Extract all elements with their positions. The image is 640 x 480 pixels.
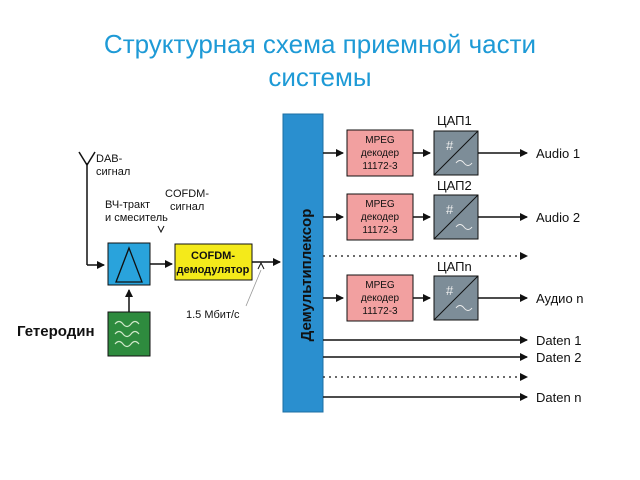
heterodyne-block [107, 311, 151, 357]
audio-n-label: Аудио n [536, 291, 584, 306]
rf-mixer-block [107, 242, 151, 286]
data-n-label: Daten n [536, 390, 582, 405]
cofdm-signal-label-1: COFDM- [165, 188, 209, 200]
svg-text:#: # [446, 283, 454, 298]
demod-label-2: демодулятор [177, 264, 250, 276]
dac-n-label: ЦАПn [437, 259, 472, 274]
decoder-n-line-2: декодер [361, 293, 400, 304]
antenna-label-2: сигнал [96, 166, 130, 178]
decoder-2-line-2: декодер [361, 212, 400, 223]
cofdm-demodulator-block: COFDM- демодулятор [174, 243, 253, 281]
mpeg-decoder-n [346, 274, 414, 322]
mpeg-decoder-2 [346, 193, 414, 241]
decoder-n-line-1: MPEG [365, 280, 395, 291]
demux-label: Демультиплексор [298, 209, 315, 342]
heterodyne-label: Гетеродин [17, 323, 95, 340]
test-point-2-icon [257, 261, 265, 270]
svg-text:#: # [446, 202, 454, 217]
cofdm-signal-label-2: сигнал [170, 201, 204, 213]
decoder-1-line-1: MPEG [365, 135, 395, 146]
dac-1-label: ЦАП1 [437, 113, 472, 128]
demultiplexer-block: Демультиплексор [282, 113, 324, 413]
decoder-n-line-3: 11172-3 [362, 306, 398, 317]
svg-text:#: # [446, 138, 454, 153]
data-1-label: Daten 1 [536, 333, 582, 348]
decoder-2-line-1: MPEG [365, 199, 395, 210]
rf-label-2: и смеситель [105, 212, 168, 224]
title-line-1: Структурная схема приемной части [103, 29, 537, 59]
audio-channel-1: MPEG декодер 11172-3 # ЦАП1 Audio 1 [323, 113, 580, 177]
decoder-1-line-2: декодер [361, 148, 400, 159]
audio-2-label: Audio 2 [536, 210, 580, 225]
audio-channel-n: MPEG декодер 11172-3 # ЦАПn Аудио n [323, 259, 584, 322]
dac-2-label: ЦАП2 [437, 178, 472, 193]
antenna-icon [78, 151, 96, 265]
bitrate-leader-line [245, 269, 262, 307]
audio-1-label: Audio 1 [536, 146, 580, 161]
rf-label-1: ВЧ-тракт [105, 199, 150, 211]
decoder-2-line-3: 11172-3 [362, 225, 398, 236]
bitrate-label: 1.5 Мбит/с [186, 309, 240, 321]
test-point-icon [157, 225, 165, 234]
dac-2-icon: # [433, 194, 479, 240]
data-2-label: Daten 2 [536, 350, 582, 365]
demod-label-1: COFDM- [191, 250, 235, 262]
audio-channel-2: MPEG декодер 11172-3 # ЦАП2 Audio 2 [323, 178, 580, 241]
dac-1-icon: # [433, 130, 479, 176]
title-line-2: системы [268, 62, 372, 92]
antenna-label-1: DAB- [96, 153, 123, 165]
decoder-1-line-3: 11172-3 [362, 161, 398, 172]
dac-n-icon: # [433, 275, 479, 321]
page-title: Структурная схема приемной части системы [0, 28, 640, 94]
